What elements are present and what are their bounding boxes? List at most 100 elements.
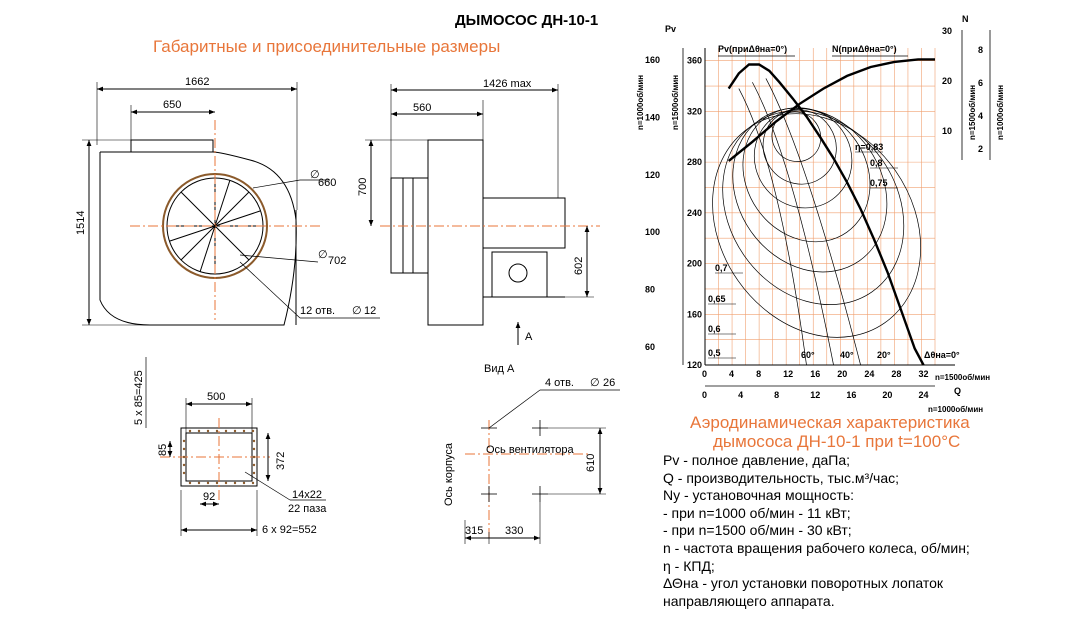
axis-label-pv: Pv xyxy=(665,24,676,34)
legend-line: - при n=1000 об/мин - 11 кВт; xyxy=(663,504,851,521)
dim-label: 702 xyxy=(328,255,346,267)
shaft-end xyxy=(508,263,528,283)
efficiency-contour xyxy=(753,108,853,209)
angle-label: 40° xyxy=(840,350,854,360)
legend-line: Pv - полное давление, даПа; xyxy=(663,452,851,468)
dim-symbol: ∅ xyxy=(590,377,600,389)
view-a-label: Вид А xyxy=(484,363,515,375)
volute-housing xyxy=(99,151,297,326)
x-tick-label-1000: 20 xyxy=(882,390,892,400)
axis-label-pv-1000: n=1000об/мин xyxy=(636,75,645,130)
view-a xyxy=(464,389,620,544)
n-tick-label-1000: 4 xyxy=(978,111,983,121)
dim-label: 22 паза xyxy=(288,503,327,515)
y-tick-label-1000: 160 xyxy=(645,55,660,65)
y-tick-label-1000: 100 xyxy=(645,227,660,237)
dim-label: 5 x 85=425 xyxy=(133,370,145,425)
efficiency-label: 0,6 xyxy=(708,324,721,334)
dim-label: 610 xyxy=(585,454,597,472)
angle-curve xyxy=(765,78,861,366)
angle-curve xyxy=(752,82,834,366)
leader-holes-a xyxy=(488,389,541,429)
legend-line: η - КПД; xyxy=(663,557,715,574)
front-view xyxy=(82,82,380,326)
curve-label-pv: Pv(приΔθна=0°) xyxy=(718,44,787,54)
axis-label-q: Q xyxy=(954,386,961,396)
x-tick-label-1000: 16 xyxy=(846,390,856,400)
efficiency-contour xyxy=(712,113,922,338)
axis-label-n-1000: n=1000об/мин xyxy=(996,85,1005,140)
dim-label: 26 xyxy=(603,377,615,389)
efficiency-label: 0,65 xyxy=(708,294,726,304)
n-tick-label-1000: 6 xyxy=(978,78,983,88)
motor xyxy=(482,197,566,249)
efficiency-label: 0,7 xyxy=(715,263,728,273)
y-tick-label: 160 xyxy=(687,309,702,319)
dim-symbol: ∅ xyxy=(318,249,328,261)
x-tick-label-1000: 24 xyxy=(918,390,928,400)
n-tick-label-1000: 8 xyxy=(978,45,983,55)
flange-view xyxy=(145,357,326,536)
y-tick-label: 360 xyxy=(687,56,702,66)
x-tick-label: 20 xyxy=(837,369,847,379)
dim-label: 85 xyxy=(157,444,169,456)
x-tick-label: 32 xyxy=(918,369,928,379)
x-tick-label: 0 xyxy=(702,369,707,379)
series-line-n xyxy=(727,58,935,162)
fan-axis-label: Ось вентилятора xyxy=(486,444,574,456)
chart-title-line2: дымососа ДН-10-1 при t=100°С xyxy=(713,432,961,451)
drawing-subtitle: Габаритные и присоединительные размеры xyxy=(153,37,501,56)
dim-label: 1426 max xyxy=(483,78,532,90)
side-view xyxy=(365,84,600,345)
angle-label: 20° xyxy=(877,350,891,360)
dim-label: 500 xyxy=(207,391,225,403)
dim-label: 700 xyxy=(357,178,369,196)
legend-line: направляющего аппарата. xyxy=(663,592,835,609)
x-tick-label-1000: 12 xyxy=(810,390,820,400)
legend: Pv - полное давление, даПа; Q - производ… xyxy=(663,452,1073,610)
dim-label: 660 xyxy=(318,177,336,189)
dim-label: 6 x 92=552 xyxy=(262,524,317,536)
efficiency-label: η=0,83 xyxy=(855,142,883,152)
axis-label-n: N xyxy=(962,14,969,24)
angle-curve xyxy=(738,88,807,366)
arrow-label: А xyxy=(525,331,533,343)
dim-label: 560 xyxy=(413,102,431,114)
n-tick-label: 20 xyxy=(942,76,952,86)
x-tick-label: 28 xyxy=(891,369,901,379)
efficiency-label: 0,5 xyxy=(708,348,721,358)
dim-label: 12 xyxy=(364,305,376,317)
x-tick-label-1000: 0 xyxy=(702,390,707,400)
motor-base xyxy=(491,251,548,298)
legend-line: ΔΘна - угол установки поворотных лопаток xyxy=(663,575,944,592)
dim-label: 1662 xyxy=(185,76,209,88)
dim-label: 602 xyxy=(573,257,585,275)
x-tick-label: 12 xyxy=(783,369,793,379)
axis-label-pv-1500: n=1500об/мин xyxy=(671,75,680,130)
n-tick-label-1000: 2 xyxy=(978,144,983,154)
y-tick-label-1000: 140 xyxy=(645,112,660,122)
y-tick-label-1000: 60 xyxy=(645,342,655,352)
dim-label: 14x22 xyxy=(292,489,322,501)
y-tick-label: 240 xyxy=(687,208,702,218)
inlet-pipe xyxy=(390,177,429,274)
axis-label-q-1500: n=1500об/мин xyxy=(935,373,990,382)
curve-label-n: N(приΔθна=0°) xyxy=(832,44,897,54)
y-tick-label: 280 xyxy=(687,157,702,167)
legend-line: Nу - установочная мощность: xyxy=(663,487,855,504)
dim-symbol: ∅ xyxy=(310,169,320,181)
x-tick-label-1000: 8 xyxy=(774,390,779,400)
leader-slot xyxy=(244,471,291,501)
dim-label: 1514 xyxy=(75,211,87,235)
leader-660 xyxy=(252,179,301,189)
y-tick-label-1000: 120 xyxy=(645,170,660,180)
y-tick-label: 200 xyxy=(687,259,702,269)
x-tick-label-1000: 4 xyxy=(738,390,743,400)
x-tick-label: 24 xyxy=(864,369,874,379)
chart-title-line1: Аэродинамическая характеристика xyxy=(690,413,970,432)
legend-line: n - частота вращения рабочего колеса, об… xyxy=(663,539,970,556)
axis-label-n-1500: n=1500об/мин xyxy=(968,85,977,140)
dim-label: 4 отв. xyxy=(545,377,574,389)
dim-label: 650 xyxy=(163,99,181,111)
